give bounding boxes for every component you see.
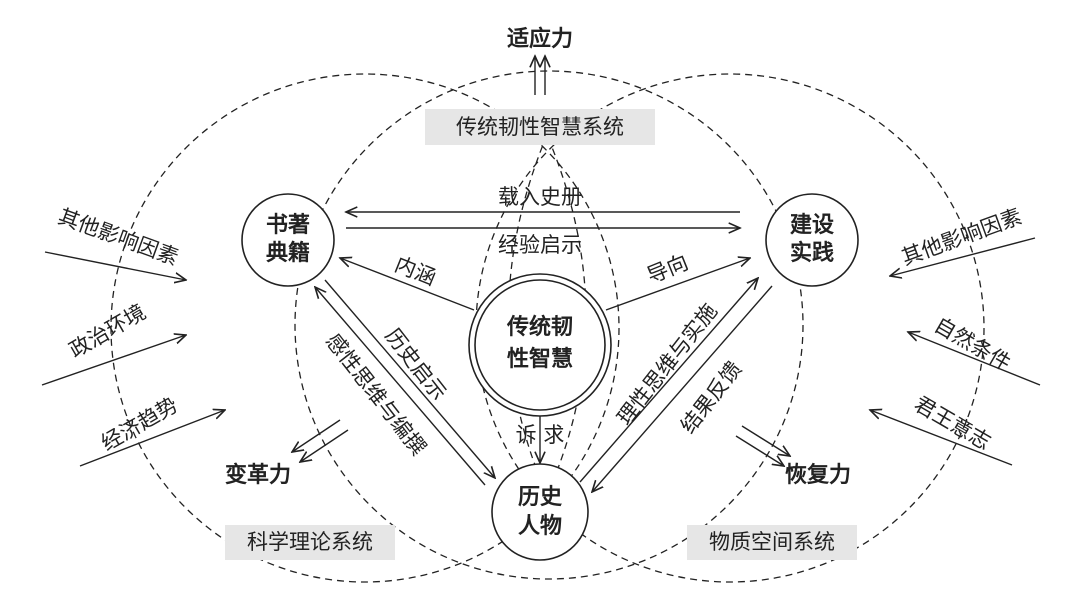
books-line1: 书著	[266, 212, 310, 238]
wisdom-system-circle	[294, 70, 804, 580]
books-line2: 典籍	[266, 240, 310, 266]
left-factor-arrow	[44, 251, 186, 280]
left-system-box	[225, 525, 395, 560]
adaptability-label: 适应力	[507, 26, 573, 52]
recovery-arrow	[735, 435, 784, 466]
appeal-label: 诉 求	[516, 423, 565, 447]
reform-arrow	[300, 429, 349, 462]
science-system-circle	[110, 73, 620, 583]
right-system-box	[687, 525, 857, 560]
feedback-arrow	[592, 285, 773, 492]
right-factor-other: 其他影响因素	[898, 204, 1025, 270]
history-insight-label: 历史启示	[380, 324, 451, 405]
right-system-label: 物质空间系统	[709, 530, 835, 554]
top-system-box	[425, 109, 655, 145]
feedback-label: 结果反馈	[676, 357, 747, 438]
right-factor-will: 君王意志	[910, 392, 995, 455]
guidance-arrow	[605, 258, 750, 311]
right-factor-arrow	[890, 237, 1036, 276]
connotation-arrow	[340, 258, 475, 311]
center-lens	[507, 134, 587, 497]
center-line1: 传统韧	[506, 314, 573, 340]
history-insight-arrow	[315, 287, 486, 486]
practice-line1: 建设	[790, 213, 834, 238]
center-node: 传统韧 性智慧	[468, 273, 612, 417]
reform-label: 变革力	[225, 462, 291, 488]
right-factor-arrow	[908, 332, 1041, 386]
recovery-arrow	[741, 425, 790, 456]
record-label: 载入史册	[498, 185, 582, 209]
figures-line1: 历史	[518, 485, 563, 510]
reform-arrow	[292, 419, 341, 452]
left-factor-other: 其他影响因素	[55, 204, 182, 270]
connotation-label: 内涵	[391, 252, 439, 290]
perceptual-arrow	[324, 279, 495, 478]
right-factor-arrow	[870, 410, 1013, 466]
figures-node: 历史 人物	[491, 463, 589, 561]
books-node: 书著 典籍	[241, 193, 335, 287]
left-system-label: 科学理论系统	[247, 530, 373, 554]
left-factor-arrow	[79, 410, 225, 467]
experience-label: 经验启示	[498, 233, 582, 257]
recovery-label: 恢复力	[785, 462, 851, 488]
top-system-label: 传统韧性智慧系统	[456, 115, 624, 139]
practice-line2: 实践	[790, 240, 834, 266]
right-factor-nature: 自然条件	[930, 313, 1015, 376]
figures-line2: 人物	[518, 513, 562, 539]
left-factor-politics: 政治环境	[65, 300, 150, 363]
practice-node: 建设 实践	[765, 193, 859, 287]
rational-arrow	[579, 278, 758, 483]
left-factor-arrow	[41, 335, 186, 386]
center-line2: 性智慧	[507, 346, 573, 372]
